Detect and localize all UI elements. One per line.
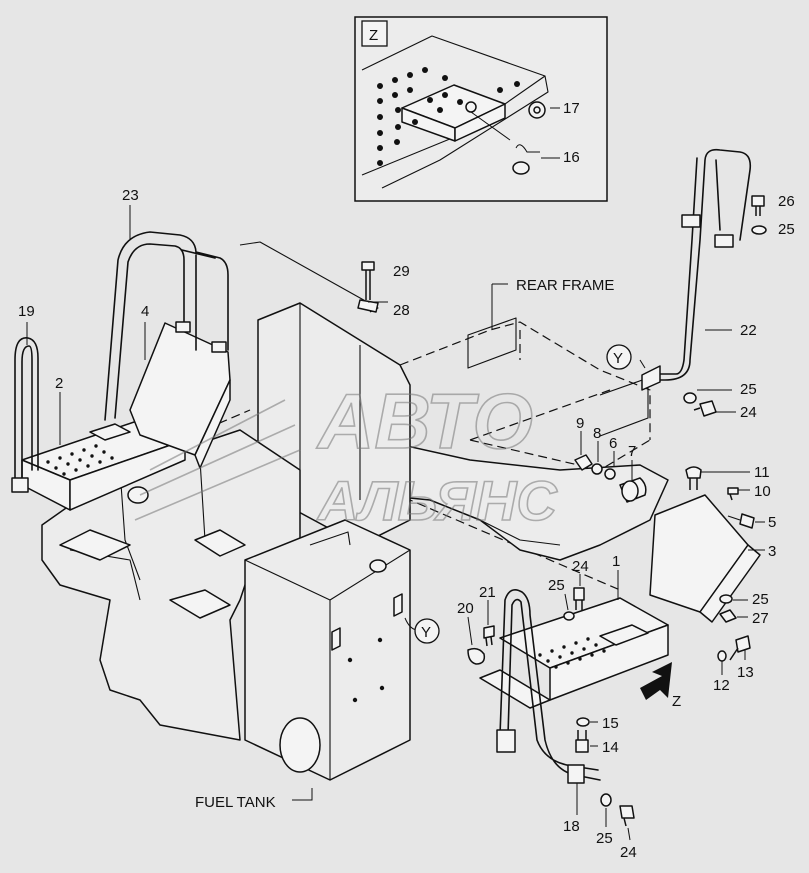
view-z-arrow: [640, 662, 672, 700]
callout-22: 22: [740, 322, 757, 339]
view-y-marker-tank: [414, 618, 440, 644]
callout-25-bottom: 25: [596, 830, 613, 847]
bolt-5: [739, 513, 755, 529]
callout-28: 28: [393, 302, 410, 319]
clip-16: [512, 161, 530, 175]
right-grab-bar: [499, 589, 601, 781]
washer-8: [591, 463, 603, 475]
view-markers: Y Y Z: [414, 344, 681, 710]
callout-25-right: 25: [752, 591, 769, 608]
callout-17: 17: [563, 100, 580, 117]
callout-25-mid: 25: [740, 381, 757, 398]
detail-view-z: Z: [354, 16, 608, 202]
washer-15: [576, 717, 590, 727]
bolt-13: [729, 635, 751, 661]
callout-24-step: 24: [572, 558, 589, 575]
callout-24-bottom: 24: [620, 844, 637, 861]
fuel-cap: [369, 559, 387, 573]
bolt-10: [727, 487, 739, 501]
tank-inspection-cover: [279, 717, 321, 773]
callout-2: 2: [55, 375, 63, 392]
callout-1: 1: [612, 553, 620, 570]
detail-box-tag: [361, 20, 388, 47]
bolt-11: [685, 466, 702, 490]
washer-12: [717, 650, 727, 662]
part-labels: REAR FRAME FUEL TANK 17 16 23 26 25 29 2…: [18, 100, 795, 861]
callout-7: 7: [628, 443, 636, 460]
callout-4: 4: [141, 303, 149, 320]
rear-frame-label: REAR FRAME: [516, 277, 614, 294]
bolt-21: [483, 625, 495, 647]
callout-18: 18: [563, 818, 580, 835]
washer-6: [604, 468, 616, 480]
rear-frame-body: [329, 439, 669, 561]
washer-25-right: [719, 594, 733, 604]
callout-6: 6: [609, 435, 617, 452]
callout-14: 14: [602, 739, 619, 756]
callout-10: 10: [754, 483, 771, 500]
callout-13: 13: [737, 664, 754, 681]
callout-27: 27: [752, 610, 769, 627]
callout-9: 9: [576, 415, 584, 432]
left-handrail: [104, 231, 229, 421]
watermark: АВТО АЛЬЯНС: [134, 376, 559, 533]
view-y-marker-top: [606, 344, 632, 370]
callout-11: 11: [754, 464, 770, 481]
callout-16: 16: [563, 149, 580, 166]
callout-20: 20: [457, 600, 474, 617]
view-y-label-top: Y: [613, 350, 623, 367]
callout-26: 26: [778, 193, 795, 210]
callout-21: 21: [479, 584, 496, 601]
callout-15: 15: [602, 715, 619, 732]
bolt-24-step: [573, 587, 585, 610]
fuel-tank: [244, 519, 411, 781]
bolt-29: [361, 261, 375, 300]
nut-9: [574, 454, 593, 471]
bolt-24-bottom: [619, 805, 635, 827]
bolt-14: [575, 730, 589, 753]
callout-12: 12: [713, 677, 730, 694]
frame-assembly: [11, 148, 767, 827]
callout-8: 8: [593, 425, 601, 442]
nut-27: [719, 609, 737, 623]
callout-25-top: 25: [778, 221, 795, 238]
right-handrail: [649, 148, 752, 381]
callout-3: 3: [768, 543, 776, 560]
callout-5: 5: [768, 514, 776, 531]
left-grab-bar: [14, 337, 39, 481]
front-frame: [41, 429, 301, 741]
view-y-label-tank: Y: [421, 624, 431, 641]
washer-25-bottom: [600, 793, 612, 807]
washer-25-step: [563, 611, 575, 621]
callout-24-mid: 24: [740, 404, 757, 421]
callout-23: 23: [122, 187, 139, 204]
right-bracket: [649, 494, 749, 613]
watermark-line1: АВТО: [316, 377, 533, 465]
bolt-26: [751, 195, 765, 216]
view-z-label: Z: [672, 693, 681, 710]
callout-19: 19: [18, 303, 35, 320]
detail-box-label: Z: [369, 27, 378, 44]
clip-20: [467, 647, 486, 665]
leader-lines: [26, 107, 765, 841]
fuel-tank-label: FUEL TANK: [195, 794, 276, 811]
bolt-24-mid: [693, 400, 717, 417]
callout-25-step: 25: [548, 577, 565, 594]
watermark-line2: АЛЬЯНС: [316, 469, 558, 532]
washer-25-top: [751, 225, 767, 235]
callout-29: 29: [393, 263, 410, 280]
washer-25-mid: [683, 392, 697, 404]
